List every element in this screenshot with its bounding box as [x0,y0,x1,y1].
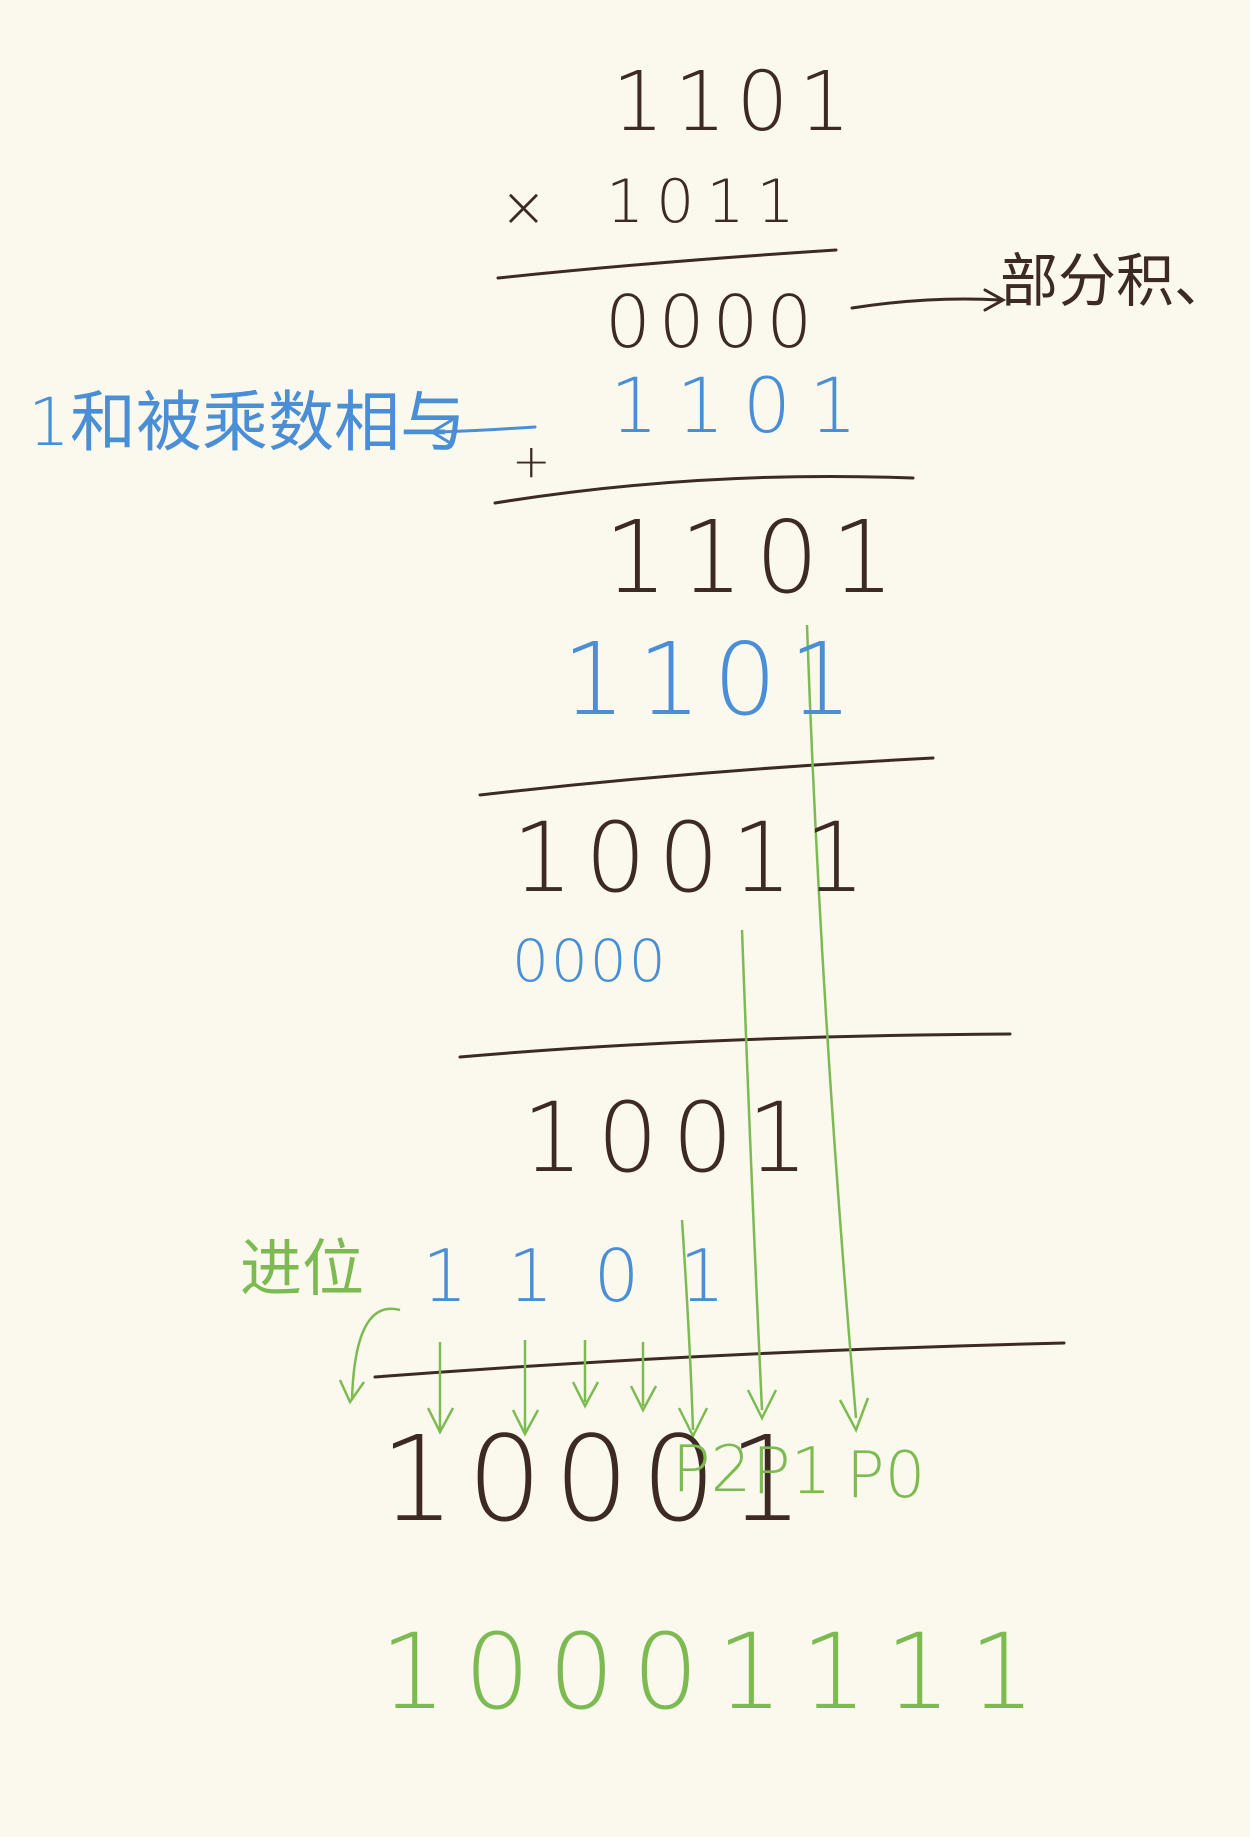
arrow-head-and-note [429,418,454,446]
step4-addend: 1101 [422,1234,766,1318]
rule-3 [478,756,935,797]
drop-arrow-h1 [426,1407,455,1435]
rule-1 [496,248,838,280]
plus-sign: + [512,434,551,488]
drop-arrow-h3 [571,1381,600,1409]
drop-arrow-p0 [838,1397,870,1434]
step2-addend: 1101 [562,621,865,738]
and-note: 1和被乘数相与 [28,384,466,461]
final-result: 10001111 [380,1611,1054,1733]
step1-sum: 1101 [604,499,907,616]
step1-addend: 1101 [610,361,876,450]
rule-4 [458,1032,1012,1059]
carry-arrow [350,1307,401,1401]
rule-5 [373,1341,1066,1379]
final-high-bits: 10001 [380,1410,816,1548]
drop-line-p0 [805,624,858,1419]
carry-note: 进位 [240,1232,365,1305]
drop-arrow-h4 [629,1385,658,1413]
drop-arrow-p2 [677,1407,709,1439]
p2-label: P2 [672,1433,752,1507]
p1-label: P1 [752,1435,832,1509]
arrow-to-and-note [438,425,537,434]
carry-arrow-head [338,1379,366,1405]
arrow-head-partial-product [983,288,1007,312]
drop-arrow-p1 [746,1389,778,1421]
step3-sum: 1001 [522,1082,823,1194]
drop-arrow-h2 [511,1409,540,1437]
drop-line-p1 [740,929,764,1411]
partial-product-note: 部分积、 [1000,247,1233,315]
multiplier-text: 1011 [606,167,807,237]
rule-2 [493,474,915,505]
arrow-to-partial-product [850,297,1002,310]
step3-addend: 0000 [512,927,668,995]
step2-sum: 10011 [512,802,878,914]
initial-partial-product: 0000 [605,280,821,364]
drop-line-p2 [680,1219,695,1431]
p0-label: P0 [846,1439,926,1513]
multiply-sign: × [500,175,547,240]
multiplicand-text: 1101 [612,55,861,150]
